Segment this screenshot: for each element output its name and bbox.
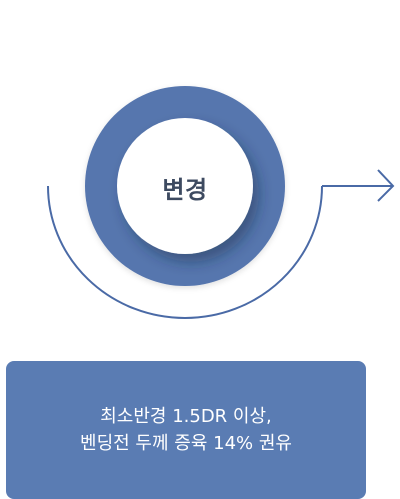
bend-arc xyxy=(47,185,323,319)
arrow-right-icon xyxy=(377,169,395,202)
note-box: 최소반경 1.5DR 이상, 벤딩전 두께 증육 14% 권유 xyxy=(6,361,366,499)
note-line-2: 벤딩전 두께 증육 14% 권유 xyxy=(80,433,292,454)
note-line-1: 최소반경 1.5DR 이상, xyxy=(100,406,272,427)
center-label: 변경 xyxy=(162,176,208,204)
inner-circle xyxy=(117,118,253,254)
